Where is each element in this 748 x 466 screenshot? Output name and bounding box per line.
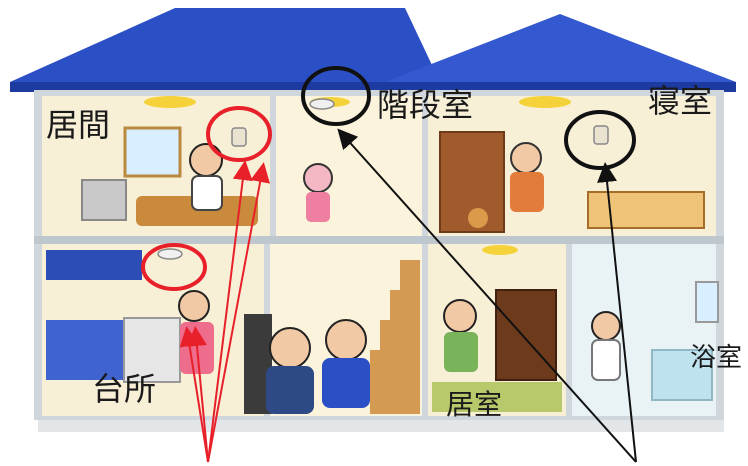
roof-left [10, 8, 440, 82]
bed [587, 191, 705, 229]
roof-shadow [10, 82, 736, 92]
room-label-stairwell: 階段室 [377, 86, 473, 124]
boy [325, 319, 367, 361]
person-bedroom-body [510, 172, 544, 212]
ceiling-light-icon [144, 96, 196, 108]
arrow-icon [207, 162, 271, 463]
altar [495, 289, 557, 381]
bath-window [695, 281, 719, 323]
room-label-sitting-room: 居室 [446, 388, 502, 421]
room-label-bedroom: 寝室 [648, 82, 712, 120]
window [123, 126, 182, 178]
arrow-icon [186, 326, 209, 463]
arrow-icon [207, 160, 253, 463]
person-living [189, 143, 223, 177]
cat [468, 208, 488, 228]
black-marker-stairwell [301, 66, 371, 126]
red-marker-kitchen [141, 243, 207, 291]
boy-body [322, 358, 370, 408]
person-bathroom [591, 311, 621, 341]
person-bedroom [510, 142, 542, 174]
floor-divider [34, 236, 724, 244]
roof-right [385, 14, 736, 82]
red-marker-living [206, 106, 272, 162]
smoke-detector-icon [593, 125, 609, 145]
person-stairwell-body [306, 192, 330, 222]
room-label-bathroom: 浴室 [690, 343, 742, 373]
tv [81, 179, 127, 221]
smoke-detector-icon [231, 127, 247, 147]
arrow-icon [337, 128, 637, 463]
sofa [136, 196, 258, 226]
firefighter [269, 327, 311, 369]
staircase [370, 260, 420, 414]
kitchen-cabinet [46, 250, 142, 280]
person-living-body [191, 175, 223, 211]
person-stairwell [303, 163, 333, 193]
smoke-detector-icon [157, 248, 183, 260]
arrow-icon [179, 326, 209, 463]
arrow-icon [597, 162, 637, 463]
bathtub [651, 349, 713, 401]
ceiling-light-icon [482, 245, 518, 255]
firefighter-body [266, 366, 314, 414]
smoke-detector-icon [309, 98, 335, 110]
ceiling-light-icon [519, 96, 571, 108]
room-label-living: 居間 [46, 106, 110, 144]
person-sitting-room [443, 299, 477, 333]
person-kitchen [178, 290, 210, 322]
stairwell-room [276, 96, 422, 236]
tatami [432, 382, 562, 412]
foundation [38, 418, 724, 432]
room-label-kitchen: 台所 [92, 370, 156, 408]
person-sitting-room-body [444, 332, 478, 372]
person-bathroom-body [591, 339, 621, 381]
